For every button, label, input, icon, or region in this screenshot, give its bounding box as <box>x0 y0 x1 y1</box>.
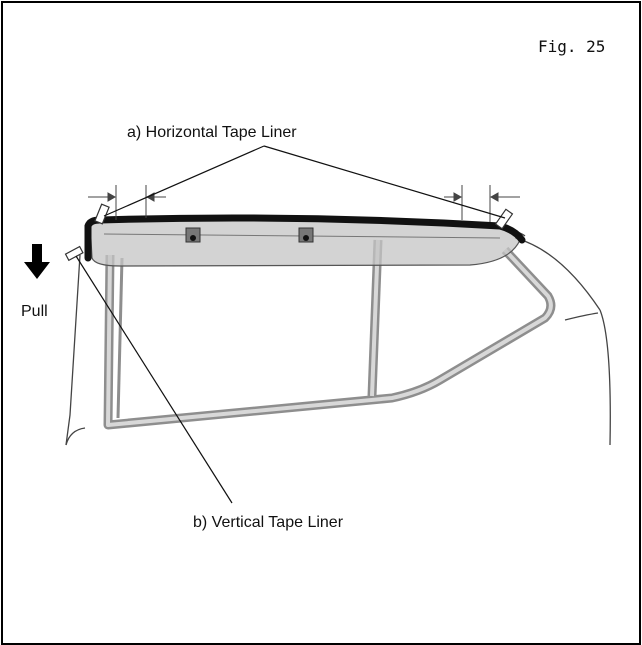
dimension-marks <box>88 185 520 222</box>
figure-number: Fig. 25 <box>538 37 605 56</box>
window-visor <box>84 214 526 267</box>
vertical-tape-liner-label: b) Vertical Tape Liner <box>193 514 344 531</box>
visor-clip-bolt <box>303 235 309 241</box>
leader-lines <box>75 145 506 504</box>
horizontal-tape-tab-right <box>494 208 514 230</box>
visor-clip-bolt <box>190 235 196 241</box>
pull-label: Pull <box>21 303 48 320</box>
window-frame <box>103 239 556 430</box>
down-arrow-icon <box>24 244 50 279</box>
horizontal-tape-liner-label: a) Horizontal Tape Liner <box>127 124 297 141</box>
